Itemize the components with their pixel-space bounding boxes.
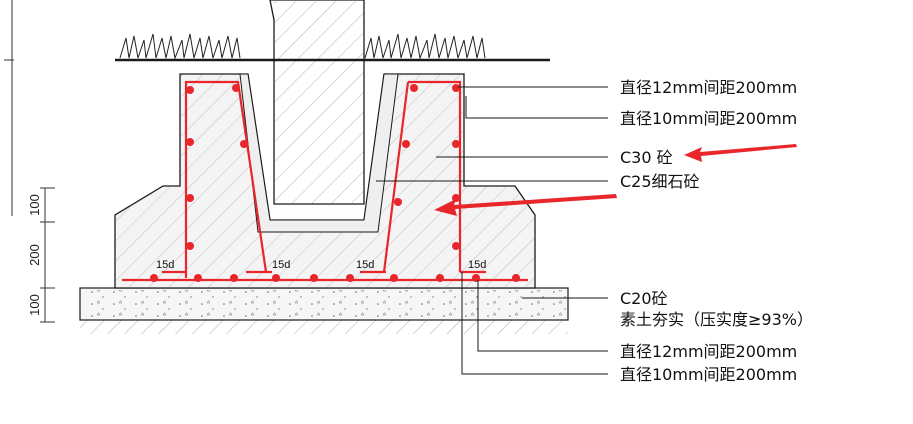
rebar-dots xyxy=(150,84,520,282)
callout-c20: C20砼 xyxy=(620,289,668,308)
callout-rebar-12-top: 直径12mm间距200mm xyxy=(620,78,797,97)
dimension-chain: 100 200 100 xyxy=(4,0,55,323)
callout-rebar-10-top: 直径10mm间距200mm xyxy=(620,109,797,128)
lap-label: 15d xyxy=(156,259,174,271)
c25-fine-stone-collar xyxy=(239,73,399,233)
lap-label: 15d xyxy=(468,259,486,271)
grass-icon xyxy=(119,33,486,60)
dimension-100-lower: 100 xyxy=(27,294,42,316)
dimension-100-upper: 100 xyxy=(27,194,42,216)
red-arrow-icon xyxy=(434,144,797,216)
rebar-cage xyxy=(122,80,528,282)
callout-rebar-10-bottom: 直径10mm间距200mm xyxy=(620,365,797,384)
lap-label: 15d xyxy=(272,259,290,271)
callout-compaction: 素土夯实（压实度≥93%） xyxy=(620,310,813,329)
compacted-soil-hatch xyxy=(80,320,568,334)
callout-c25: C25细石砼 xyxy=(620,172,700,191)
callout-c30: C30 砼 xyxy=(620,148,673,167)
dimension-200: 200 xyxy=(27,244,42,266)
leader-lines xyxy=(376,86,608,375)
concrete-aggregate-icon xyxy=(82,290,566,318)
lap-length-labels: 15d 15d 15d 15d xyxy=(156,259,486,271)
lap-label: 15d xyxy=(356,259,374,271)
callout-rebar-12-bottom: 直径12mm间距200mm xyxy=(620,342,797,361)
